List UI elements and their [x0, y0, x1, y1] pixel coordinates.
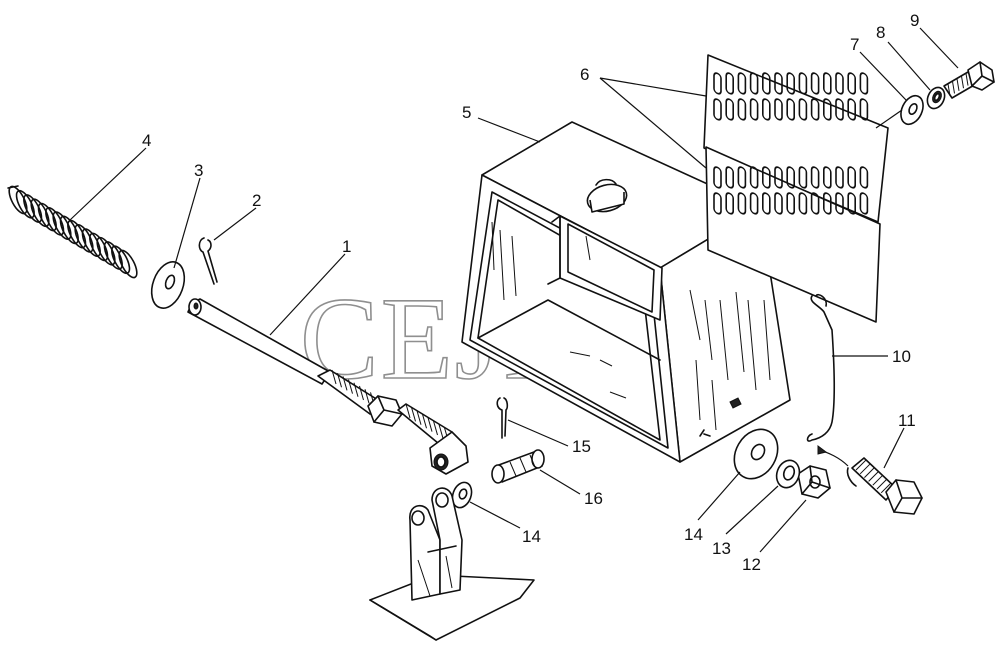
part-1-rod	[187, 298, 469, 475]
part-15-cotter-pin	[496, 397, 509, 439]
callout-12: 12	[742, 555, 761, 574]
callout-15: 15	[572, 437, 591, 456]
callout-7: 7	[850, 35, 859, 54]
part-8-lock-washer	[926, 86, 946, 110]
callout-16: 16	[584, 489, 603, 508]
callout-2: 2	[252, 191, 261, 210]
part-12-nut	[797, 465, 831, 499]
part-11-bolt	[846, 457, 923, 515]
part-10-wire-rod	[806, 293, 836, 442]
part-3-washer	[150, 261, 186, 309]
part-14-washer-left	[451, 481, 473, 509]
callout-5: 5	[462, 103, 471, 122]
callout-13: 13	[712, 539, 731, 558]
callout-1: 1	[342, 237, 351, 256]
part-13-lock-washer	[775, 459, 801, 489]
callout-6: 6	[580, 65, 589, 84]
part-14-washer-right	[733, 428, 779, 480]
part-4-spring	[7, 185, 138, 279]
callout-9: 9	[910, 11, 919, 30]
bracket-assembly	[369, 487, 535, 641]
callout-11: 11	[898, 411, 916, 430]
callout-labels: 1 2 3 4 5 6 7 8 9 10 11 12 13 14 14 15 1…	[142, 11, 919, 574]
part-2-cotter-pin	[198, 237, 218, 285]
callout-14-left: 14	[522, 527, 541, 546]
leader-lines	[69, 27, 959, 553]
part-9-bolt	[943, 61, 995, 99]
callout-4: 4	[142, 131, 151, 150]
part-6-grilles	[703, 54, 889, 323]
part-5-housing	[461, 121, 791, 463]
callout-3: 3	[194, 161, 203, 180]
callout-14-right: 14	[684, 525, 703, 544]
callout-10: 10	[892, 347, 911, 366]
callout-8: 8	[876, 23, 885, 42]
part-7-washer	[900, 94, 924, 126]
part-16-pin	[491, 449, 545, 484]
